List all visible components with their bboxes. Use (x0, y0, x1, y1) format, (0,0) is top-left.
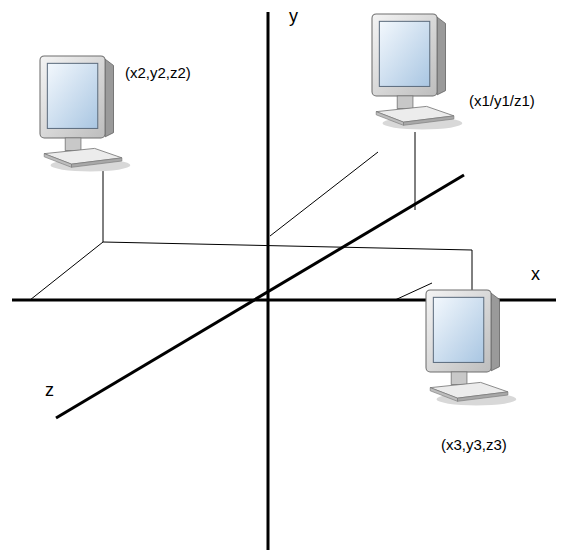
projection-line (103, 242, 472, 250)
z-axis (56, 175, 464, 418)
axis-label: z (44, 380, 55, 401)
projection-line (30, 242, 103, 300)
coordinate-axes (12, 12, 556, 550)
monitor-icon (426, 290, 516, 406)
projection-line (270, 152, 378, 236)
monitor-icon (40, 56, 130, 172)
axis-label: y (288, 6, 299, 27)
coordinate-label: (x3,y3,z3) (440, 436, 508, 453)
coordinate-label: (x2,y2,z2) (124, 64, 192, 81)
coordinate-label: (x1/y1/z1) (468, 92, 536, 109)
y-axis (267, 12, 270, 550)
monitor-icon (372, 14, 462, 130)
projection-line (103, 170, 104, 242)
axis-label: x (530, 264, 541, 285)
projection-line (415, 132, 416, 210)
